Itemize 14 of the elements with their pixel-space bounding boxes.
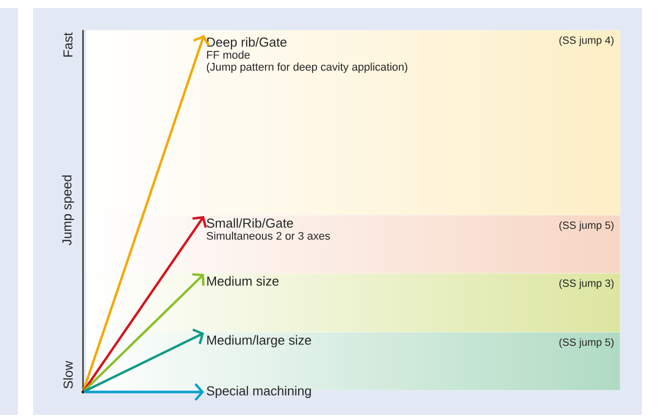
arrow <box>82 216 207 392</box>
item-label: Medium size <box>207 276 279 286</box>
arrow <box>84 328 204 392</box>
item-label: Small/Rib/Gate Simultaneous 2 or 3 axes <box>206 218 330 240</box>
axis-label: Jump speed <box>62 175 74 246</box>
axis-label: Fast <box>63 32 73 57</box>
arrow <box>83 273 205 392</box>
item-label: Special machining <box>206 386 311 398</box>
item-label: Medium/large size <box>207 335 312 348</box>
arrow <box>82 35 210 391</box>
item-label: Deep rib/Gate FF mode (Jump pattern for deep cavity application) <box>206 37 408 73</box>
axis-label: Slow <box>63 360 73 388</box>
origin-point <box>82 390 84 394</box>
arrow <box>84 383 204 401</box>
